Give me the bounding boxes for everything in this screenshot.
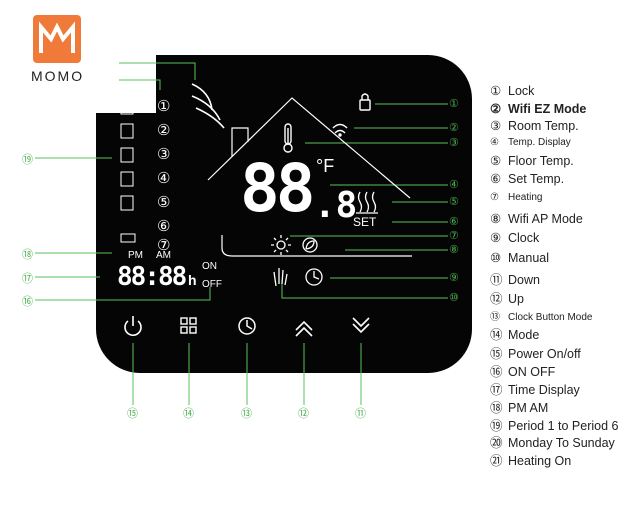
callout-r2: ② [449,122,459,134]
callout-l19: ⑲ [22,154,33,166]
period-4: ④ [157,170,171,187]
callout-r4: ④ [449,179,459,191]
brand-name: MOMO [31,68,85,84]
off-label: OFF [202,279,222,290]
callout-r6: ⑥ [449,216,459,228]
callout-r8: ⑧ [449,244,459,256]
callout-b11: ⑪ [355,408,366,420]
callout-l16: ⑯ [22,296,33,308]
period-1: ① [157,98,171,115]
callout-b12: ⑫ [298,408,309,420]
mode-icon [180,317,197,334]
am-label: AM [156,250,171,261]
leaf-icon [302,237,318,253]
clock-button-icon [238,317,256,335]
temp-decimal: .8 [314,185,358,226]
callout-r9: ⑨ [449,272,459,284]
temp-unit: °F [316,156,335,176]
period-3: ③ [157,146,171,163]
temp-main: 88 [240,150,316,227]
callout-r7: ⑦ [449,230,459,242]
down-chevron-icon [352,317,370,334]
callout-r5: ⑤ [449,196,459,208]
up-chevron-icon [295,320,313,337]
thermostat-panel [96,55,472,373]
callout-b15: ⑮ [127,408,138,420]
period-6: ⑥ [157,218,171,235]
wifi-ez-icon [332,123,348,137]
clock-icon [305,268,323,286]
lock-icon [359,93,371,111]
power-icon [124,316,142,336]
period-7: ⑦ [157,237,171,254]
heating-waves-icon [356,191,378,214]
callout-l18: ⑱ [22,249,33,261]
time-digits: 88:88 [117,262,187,292]
callout-r3: ③ [449,137,459,149]
callout-b13: ⑬ [241,408,252,420]
callout-r10: ⑩ [449,292,459,304]
pm-label: PM [128,250,143,261]
on-label: ON [202,261,217,272]
callout-r1: ① [449,98,459,110]
callout-b14: ⑭ [183,408,194,420]
time-unit: h [188,272,197,288]
sun-icon [271,235,291,255]
thermometer-icon [283,123,293,153]
set-label: SET [353,215,377,229]
hand-icon [273,268,288,287]
period-2: ② [157,122,171,139]
period-5: ⑤ [157,194,171,211]
brand-logo [33,15,81,63]
callout-l17: ⑰ [22,273,33,285]
panel-notch [96,55,156,113]
